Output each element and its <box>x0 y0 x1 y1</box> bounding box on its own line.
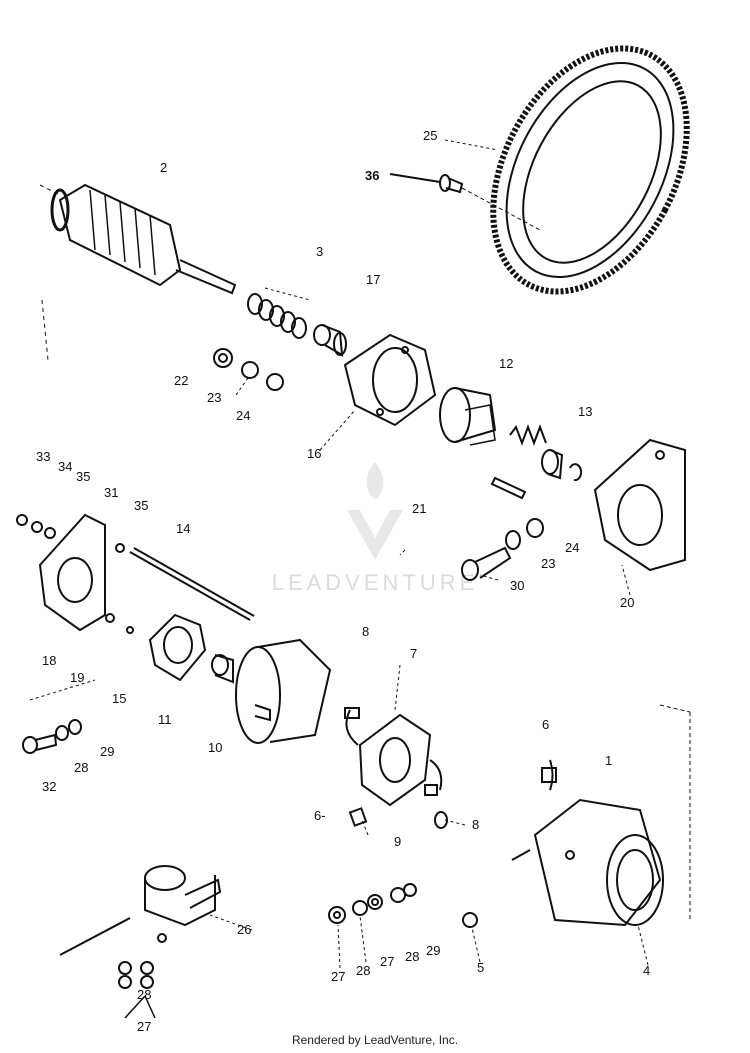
callout-23: 23 <box>207 390 221 405</box>
callout-3: 3 <box>316 244 323 259</box>
screw <box>462 912 478 928</box>
callout-6b: 6- <box>314 808 326 823</box>
callout-8a: 8 <box>362 624 369 639</box>
callout-25: 25 <box>423 128 437 143</box>
spring <box>509 424 583 482</box>
callout-14: 14 <box>176 521 190 536</box>
callout-10: 10 <box>208 740 222 755</box>
callout-11: 11 <box>158 712 172 727</box>
callout-20: 20 <box>620 595 634 610</box>
commutator-cap <box>105 613 234 684</box>
brush-plate <box>344 707 443 807</box>
callout-30: 30 <box>510 578 524 593</box>
mounting-bracket <box>593 438 686 572</box>
callout-32: 32 <box>42 779 56 794</box>
callout-35b: 35 <box>134 498 148 513</box>
drive-end-plate <box>16 513 106 632</box>
footer-credit: Rendered by LeadVenture, Inc. <box>291 1033 459 1047</box>
callout-19: 19 <box>70 670 84 685</box>
callout-16: 16 <box>307 446 321 461</box>
callout-15: 15 <box>112 691 126 706</box>
callout-13: 13 <box>578 404 592 419</box>
callout-22: 22 <box>174 373 188 388</box>
callout-17: 17 <box>366 272 380 287</box>
callout-35a: 35 <box>76 469 90 484</box>
callout-9: 9 <box>394 834 401 849</box>
solenoid <box>59 865 222 1019</box>
callout-31: 31 <box>104 485 118 500</box>
callout-6a: 6 <box>542 717 549 732</box>
bolt-washer-set-right <box>461 518 544 581</box>
motor-frame <box>511 704 691 927</box>
through-bolt <box>115 543 255 621</box>
callout-8b: 8 <box>472 817 479 832</box>
callout-5: 5 <box>477 960 484 975</box>
callout-numbers: 2 3 17 25 36 22 23 24 12 13 16 33 34 35 … <box>36 128 650 1034</box>
callout-28d: 28 <box>137 987 151 1002</box>
callout-27c: 27 <box>331 969 345 984</box>
callout-28c: 28 <box>356 963 370 978</box>
end-frame <box>343 333 437 427</box>
bushing <box>313 324 347 357</box>
callout-4: 4 <box>643 963 650 978</box>
motor-housing <box>235 638 332 744</box>
callout-28: 28 <box>74 760 88 775</box>
callout-26: 26 <box>237 922 251 937</box>
brush-parts <box>348 807 448 829</box>
ring-gear <box>490 45 690 295</box>
leadventure-watermark: LEADVENTURE <box>272 462 479 595</box>
callout-34: 34 <box>58 459 72 474</box>
callout-2: 2 <box>160 160 167 175</box>
callout-18: 18 <box>42 653 56 668</box>
nut-washer-set-upper <box>213 348 284 391</box>
pin <box>490 476 527 500</box>
callout-7: 7 <box>410 646 417 661</box>
bolt-washer-set-left <box>22 679 96 754</box>
nut-washer-stack-center <box>328 883 417 924</box>
drive-pinion <box>439 387 497 446</box>
callout-24: 24 <box>236 408 250 423</box>
callout-28b: 28 <box>405 949 419 964</box>
callout-29b: 29 <box>426 943 440 958</box>
callout-12: 12 <box>499 356 513 371</box>
callout-36: 36 <box>365 168 379 183</box>
armature <box>39 183 237 361</box>
callout-27a: 27 <box>137 1019 151 1034</box>
callout-1: 1 <box>605 753 612 768</box>
callout-29: 29 <box>100 744 114 759</box>
leader-lines <box>209 139 649 969</box>
callout-33: 33 <box>36 449 50 464</box>
callout-23b: 23 <box>541 556 555 571</box>
flywheel-screw <box>389 173 541 231</box>
watermark-text: LEADVENTURE <box>272 570 479 595</box>
callout-21: 21 <box>412 501 426 516</box>
callout-24b: 24 <box>565 540 579 555</box>
shims <box>247 287 311 339</box>
callout-27b: 27 <box>380 954 394 969</box>
